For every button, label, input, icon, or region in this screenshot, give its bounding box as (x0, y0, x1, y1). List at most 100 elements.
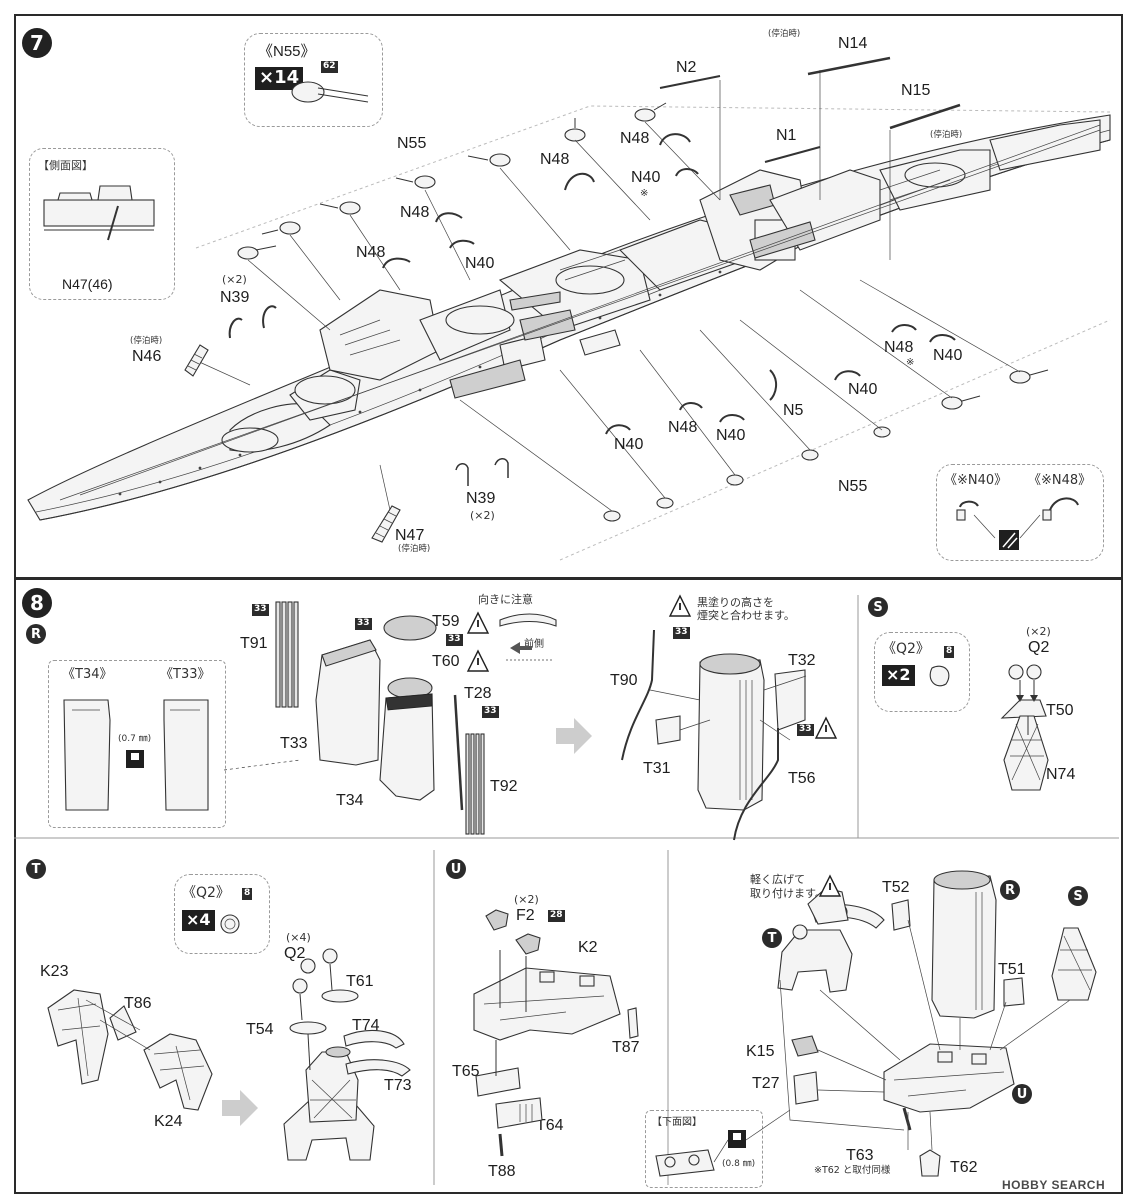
label-t28: T28 (464, 685, 492, 702)
inset-t34-title: 《T34》 (62, 667, 113, 682)
label-k15: K15 (746, 1043, 775, 1060)
label-s-x2: (×2) (1026, 625, 1051, 638)
label-n2: N2 (676, 59, 697, 76)
label-s-q2: Q2 (1028, 639, 1050, 656)
t62-note: ※T62 と取付同様 (814, 1165, 891, 1176)
q2-callout-t-mult: ×4 (182, 910, 215, 931)
underside-thickness: (0.8 ㎜) (722, 1159, 756, 1169)
paint-badge-33-b: 33 (355, 618, 372, 630)
label-t64: T64 (536, 1117, 564, 1134)
label-k23: K23 (40, 963, 69, 980)
label-n47: N47 (395, 527, 425, 544)
label-n55-top: N55 (397, 135, 427, 152)
label-n40-a: N40 (631, 169, 661, 186)
label-t27: T27 (752, 1075, 780, 1092)
label-t61: T61 (346, 973, 374, 990)
label-n48-e: N48 (884, 339, 914, 356)
paint-badge-33-c: 33 (446, 634, 463, 646)
q2-callout-s-mult: ×2 (882, 665, 915, 686)
label-n15: N15 (901, 82, 931, 99)
label-t91: T91 (240, 635, 268, 652)
spread-note-2: 取り付けます。 (750, 887, 826, 900)
side-view-callout (29, 148, 175, 300)
n55-paint-badge: 62 (321, 61, 338, 73)
step-number-8: 8 (22, 588, 52, 618)
front-side-note: 前側 (524, 639, 544, 650)
height-note-2: 煙突と合わせます。 (697, 609, 795, 622)
q2-callout-t (174, 874, 270, 954)
label-t33: T33 (280, 735, 308, 752)
label-n1: N1 (776, 127, 797, 144)
label-n55-bottom: N55 (838, 478, 868, 495)
height-note-1: 黒塗りの高さを (697, 596, 774, 609)
side-view-part: N47(46) (62, 276, 113, 292)
side-view-title: 【側面図】 (38, 159, 93, 172)
label-n48-d: N48 (356, 244, 386, 261)
label-t50: T50 (1046, 702, 1074, 719)
underside-view-title: 【下面図】 (652, 1117, 702, 1128)
inset-t34-t33 (48, 660, 226, 828)
inset-thickness: (0.7 ㎜) (118, 734, 152, 744)
label-t59: T59 (432, 613, 460, 630)
label-n48-c: N48 (400, 204, 430, 221)
orientation-note: 向きに注意 (478, 593, 533, 606)
label-asterisk-a: ※ (640, 188, 649, 199)
n55-quantity: ×14 (255, 67, 304, 90)
label-n39-top: N39 (220, 289, 250, 306)
q2-callout-s-title: 《Q2》 (882, 641, 930, 657)
subassembly-r-marker: R (26, 624, 46, 644)
label-t63: T63 (846, 1147, 874, 1164)
final-t-marker: T (762, 928, 782, 948)
label-k2: K2 (578, 939, 598, 956)
label-n46: N46 (132, 348, 162, 365)
label-t54: T54 (246, 1021, 274, 1038)
final-u-marker: U (1012, 1084, 1032, 1104)
label-moored-n47: (停泊時) (398, 544, 431, 554)
final-s-marker: S (1068, 886, 1088, 906)
label-t73: T73 (384, 1077, 412, 1094)
label-f2: F2 (516, 907, 535, 924)
label-t86: T86 (124, 995, 152, 1012)
label-n48-a: N48 (620, 130, 650, 147)
label-t87: T87 (612, 1039, 640, 1056)
label-n74: N74 (1046, 766, 1076, 783)
label-u-x2: (×2) (514, 893, 539, 906)
watermark: HOBBY SEARCH (1002, 1178, 1106, 1192)
q2-callout-s-badge: 8 (944, 646, 955, 658)
q2-callout-s (874, 632, 970, 712)
label-moored-n46: (停泊時) (130, 336, 163, 346)
paint-badge-33-e: 33 (673, 627, 690, 639)
spread-note-1: 軽く広げて (750, 873, 805, 886)
label-n48-f: N48 (668, 419, 698, 436)
legend-n40: 《※N40》 (944, 473, 1008, 488)
q2-callout-t-title: 《Q2》 (182, 885, 230, 901)
label-t62: T62 (950, 1159, 978, 1176)
label-t-q2: Q2 (284, 945, 306, 962)
label-n40-f: N40 (614, 436, 644, 453)
label-n40-c: N40 (933, 347, 963, 364)
paint-badge-33-f: 33 (797, 724, 814, 736)
legend-n48: 《※N48》 (1028, 473, 1092, 488)
subassembly-t-marker: T (26, 859, 46, 879)
subassembly-u-marker: U (446, 859, 466, 879)
label-t52: T52 (882, 879, 910, 896)
label-t74: T74 (352, 1017, 380, 1034)
label-t34: T34 (336, 792, 364, 809)
label-t32: T32 (788, 652, 816, 669)
label-t31: T31 (643, 760, 671, 777)
label-moored-n15: (停泊時) (930, 130, 963, 140)
legend-callout (936, 464, 1104, 561)
label-moored-n14: (停泊時) (768, 29, 801, 39)
subassembly-s-marker: S (868, 597, 888, 617)
label-x2-top: (×2) (222, 273, 247, 286)
step-number-7: 7 (22, 28, 52, 58)
label-t90: T90 (610, 672, 638, 689)
paint-badge-33-d: 33 (482, 706, 499, 718)
final-r-marker: R (1000, 880, 1020, 900)
label-n5: N5 (783, 402, 804, 419)
label-t-x4: (×4) (286, 931, 311, 944)
label-n14: N14 (838, 35, 868, 52)
